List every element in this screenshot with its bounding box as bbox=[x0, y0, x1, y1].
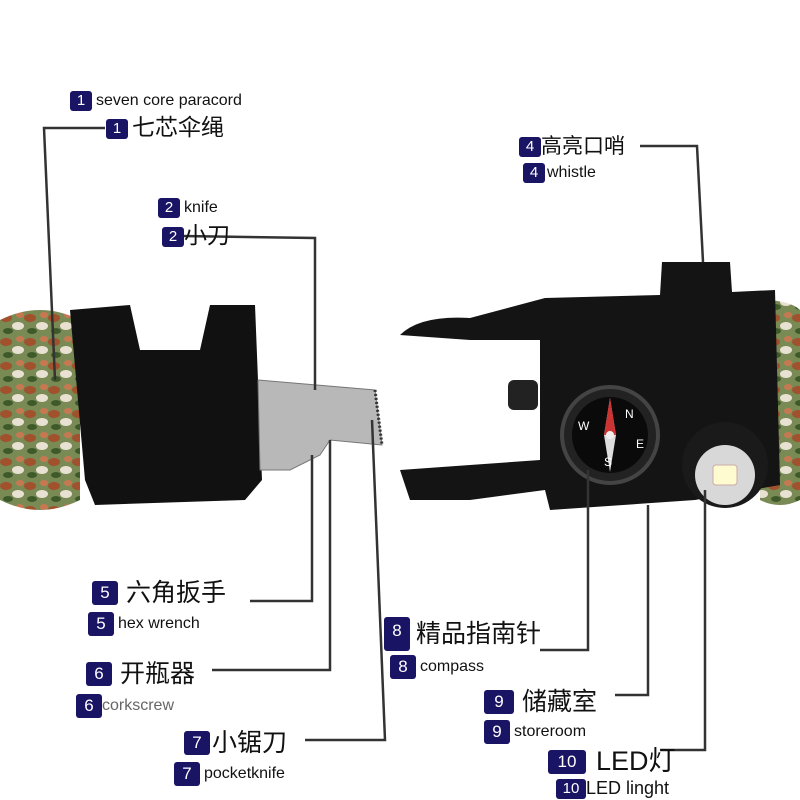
label-text: 六角扳手 bbox=[126, 578, 227, 607]
badge: 2 bbox=[158, 198, 180, 218]
label-text: storeroom bbox=[514, 722, 587, 740]
badge: 4 bbox=[519, 136, 541, 157]
badge: 8 bbox=[390, 655, 416, 679]
label-text: whistle bbox=[547, 163, 596, 181]
badge: 6 bbox=[76, 694, 102, 718]
label-led-zh: 10 LED灯 bbox=[548, 746, 676, 777]
badge: 2 bbox=[162, 226, 184, 247]
leader-lines bbox=[42, 126, 707, 752]
label-text: 七芯伞绳 bbox=[132, 115, 224, 141]
badge: 10 bbox=[556, 779, 586, 799]
compass-w: W bbox=[578, 419, 590, 433]
badge: 10 bbox=[548, 749, 586, 774]
paracord-left bbox=[0, 310, 80, 510]
badge: 6 bbox=[86, 661, 112, 686]
badge: 8 bbox=[384, 617, 410, 651]
badge: 7 bbox=[174, 762, 200, 786]
badge: 5 bbox=[92, 580, 118, 605]
right-buckle bbox=[400, 262, 780, 510]
label-text: 高亮口哨 bbox=[541, 134, 625, 158]
label-text: 储藏室 bbox=[522, 687, 598, 716]
badge: 9 bbox=[484, 720, 510, 744]
label-text: seven core paracord bbox=[96, 91, 242, 109]
badge: 9 bbox=[484, 689, 514, 714]
label-text: hex wrench bbox=[118, 614, 200, 632]
label-text: compass bbox=[420, 657, 485, 675]
label-hexwrench-zh: 5 六角扳手 bbox=[92, 579, 226, 607]
label-text: 小刀 bbox=[184, 223, 230, 249]
label-text: corkscrew bbox=[102, 696, 175, 714]
knife-blade bbox=[257, 379, 383, 471]
label-text: 小锯刀 bbox=[212, 728, 288, 757]
label-text: knife bbox=[184, 198, 218, 216]
label-text: pocketknife bbox=[204, 764, 285, 782]
label-text: 开瓶器 bbox=[120, 659, 196, 688]
label-text: 精品指南针 bbox=[416, 619, 542, 649]
compass-e: E bbox=[636, 437, 644, 451]
label-storeroom-zh: 9 储藏室 bbox=[484, 688, 597, 716]
compass-s: S bbox=[604, 455, 612, 469]
left-buckle bbox=[70, 305, 262, 505]
badge: 5 bbox=[88, 612, 114, 636]
label-corkscrew-zh: 6 开瓶器 bbox=[86, 660, 195, 688]
badge: 1 bbox=[106, 118, 128, 139]
badge: 4 bbox=[523, 163, 545, 183]
compass-n: N bbox=[625, 407, 634, 421]
label-text: LED灯 bbox=[596, 746, 676, 776]
badge: 1 bbox=[70, 91, 92, 111]
label-text: LED linght bbox=[586, 778, 670, 799]
badge: 7 bbox=[184, 730, 210, 755]
